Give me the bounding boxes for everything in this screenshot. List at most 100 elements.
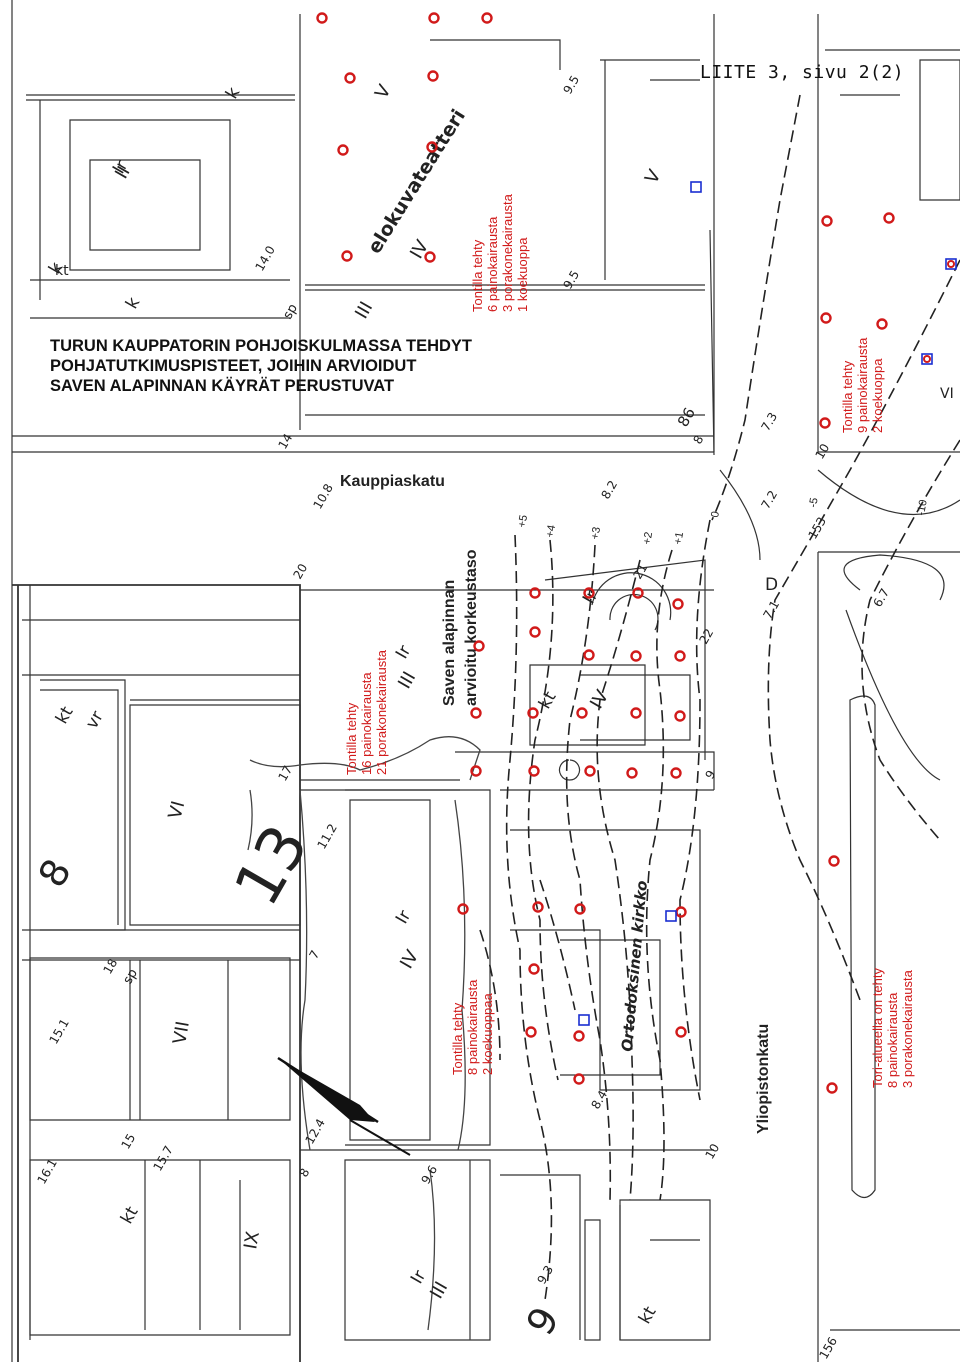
- painokairaus-point: [341, 250, 353, 262]
- painokairaus-point: [630, 707, 642, 719]
- roman-label: VII: [169, 1020, 194, 1046]
- height-label: 17: [275, 763, 295, 783]
- painokairaus-point: [819, 417, 831, 429]
- painokairaus-point: [428, 12, 440, 24]
- painokairaus-point: [674, 710, 686, 722]
- roman-label: IX: [240, 1230, 264, 1251]
- street-kauppiaskatu: Kauppiaskatu: [340, 473, 445, 490]
- painokairaus-point: [583, 587, 595, 599]
- roman-label: IV: [396, 946, 423, 972]
- painokairaus-point: [576, 707, 588, 719]
- plot-note-north: Tontilla tehty 6 painokairausta 3 porako…: [470, 193, 530, 312]
- painokairaus-point: [674, 650, 686, 662]
- code-label: kt: [635, 1303, 661, 1328]
- height-label: 8: [296, 1166, 312, 1180]
- svg-text:21 porakonekairausta: 21 porakonekairausta: [374, 649, 389, 775]
- painokairaus-point: [470, 765, 482, 777]
- height-label: 8: [690, 433, 706, 447]
- contour-label-plus2: +2: [641, 531, 655, 545]
- code-label: Ir: [392, 642, 415, 662]
- map-title: TURUN KAUPPATORIN POHJOISKULMASSA TEHDYT…: [50, 336, 570, 396]
- code-label: Ir: [392, 907, 415, 927]
- height-label: 15: [118, 1131, 138, 1151]
- base-map-linework: [11, 0, 960, 1362]
- code-label: sp: [120, 966, 141, 987]
- painokairaus-point: [583, 649, 595, 661]
- height-label: 7.3: [758, 410, 780, 434]
- svg-text:2 koekuoppa: 2 koekuoppa: [870, 358, 885, 433]
- svg-text:Tontilla tehty: Tontilla tehty: [450, 1002, 465, 1075]
- combined-markers: [923, 260, 955, 363]
- painokairaus-point: [344, 72, 356, 84]
- painokairaus-point: [947, 260, 955, 268]
- title-line-3: SAVEN ALAPINNAN KÄYRÄT PERUSTUVAT: [50, 377, 395, 395]
- koekuoppa-point: [665, 910, 677, 922]
- painokairaus-point: [470, 707, 482, 719]
- painokairaus-point: [826, 1082, 838, 1094]
- block-outline-wavy: [247, 736, 481, 1340]
- painokairaus-point: [529, 626, 541, 638]
- painokairaus-markers: [316, 12, 895, 1094]
- contour-label-0: 0: [709, 510, 722, 518]
- contour-label-plus1: +1: [672, 531, 686, 545]
- svg-text:Tontilla tehty: Tontilla tehty: [344, 702, 359, 775]
- spot-heights: 14.0 9.5 9.5 14 10.8 8.2 86 8 7.3 10 7.2…: [34, 73, 892, 1362]
- building-ortodoksinen-kirkko: Ortodoksinen kirkko: [618, 880, 651, 1053]
- painokairaus-point: [828, 855, 840, 867]
- height-label: 15.7: [150, 1143, 175, 1173]
- code-label: k: [122, 294, 144, 313]
- painokairaus-point: [426, 141, 438, 153]
- painokairaus-point: [527, 707, 539, 719]
- painokairaus-point: [630, 650, 642, 662]
- height-label: 16.1: [34, 1156, 59, 1186]
- height-label: 10.8: [310, 481, 335, 511]
- painokairaus-point: [675, 906, 687, 918]
- contour-label-minus10: -10: [915, 499, 930, 517]
- code-label: kt: [55, 263, 69, 279]
- painokairaus-point: [584, 765, 596, 777]
- height-label: 7.1: [760, 598, 782, 622]
- painokairaus-point: [672, 598, 684, 610]
- roman-label: VI: [165, 799, 190, 821]
- painokairaus-point: [670, 767, 682, 779]
- roman-label: IV: [586, 686, 613, 712]
- svg-text:8 painokairausta: 8 painokairausta: [465, 979, 480, 1075]
- svg-text:1 koekuoppa: 1 koekuoppa: [515, 237, 530, 312]
- contour-labels: +5 +4 +3 +2 +1 0 -5 -10: [516, 497, 930, 546]
- koekuoppa-markers: [578, 181, 957, 1026]
- height-label: 9.3: [534, 1263, 556, 1287]
- painokairaus-point: [574, 903, 586, 915]
- svg-text:8 painokairausta: 8 painokairausta: [885, 992, 900, 1088]
- height-label: 11.2: [314, 821, 339, 851]
- roman-label: VI: [940, 386, 954, 402]
- height-label: 153: [805, 515, 829, 542]
- contour-label-minus5: -5: [807, 497, 821, 509]
- painokairaus-point: [573, 1073, 585, 1085]
- svg-text:9 painokairausta: 9 painokairausta: [855, 337, 870, 433]
- code-label: sp: [280, 301, 301, 322]
- painokairaus-point: [532, 901, 544, 913]
- plot-note-market-square: Tori-alueella on tehty 8 painokairausta …: [870, 968, 915, 1088]
- height-label: 7: [306, 948, 322, 962]
- contour-label-plus4: +4: [544, 524, 558, 538]
- painokairaus-point: [528, 765, 540, 777]
- painokairaus-point: [424, 251, 436, 263]
- clay-legend-line2: arvioitu korkeustaso: [463, 549, 480, 706]
- height-label: 14: [275, 431, 295, 451]
- building-elokuvateatteri: elokuvateatteri: [364, 106, 470, 258]
- painokairaus-point: [481, 12, 493, 24]
- painokairaus-point: [528, 963, 540, 975]
- painokairaus-point: [427, 70, 439, 82]
- height-label: 18: [100, 956, 120, 976]
- koekuoppa-point: [945, 258, 957, 270]
- roman-label: V: [641, 166, 666, 188]
- block-number-8: 8: [30, 852, 80, 895]
- svg-text:16 painokairausta: 16 painokairausta: [359, 672, 374, 775]
- svg-text:Tontilla tehty: Tontilla tehty: [470, 239, 485, 312]
- contour-label-plus5: +5: [516, 514, 530, 528]
- painokairaus-point: [529, 587, 541, 599]
- code-label: kt: [117, 1203, 143, 1228]
- svg-text:2 koekuoppaa: 2 koekuoppaa: [480, 993, 495, 1075]
- code-label: Ir: [407, 1267, 430, 1287]
- height-label: 156: [816, 1335, 840, 1362]
